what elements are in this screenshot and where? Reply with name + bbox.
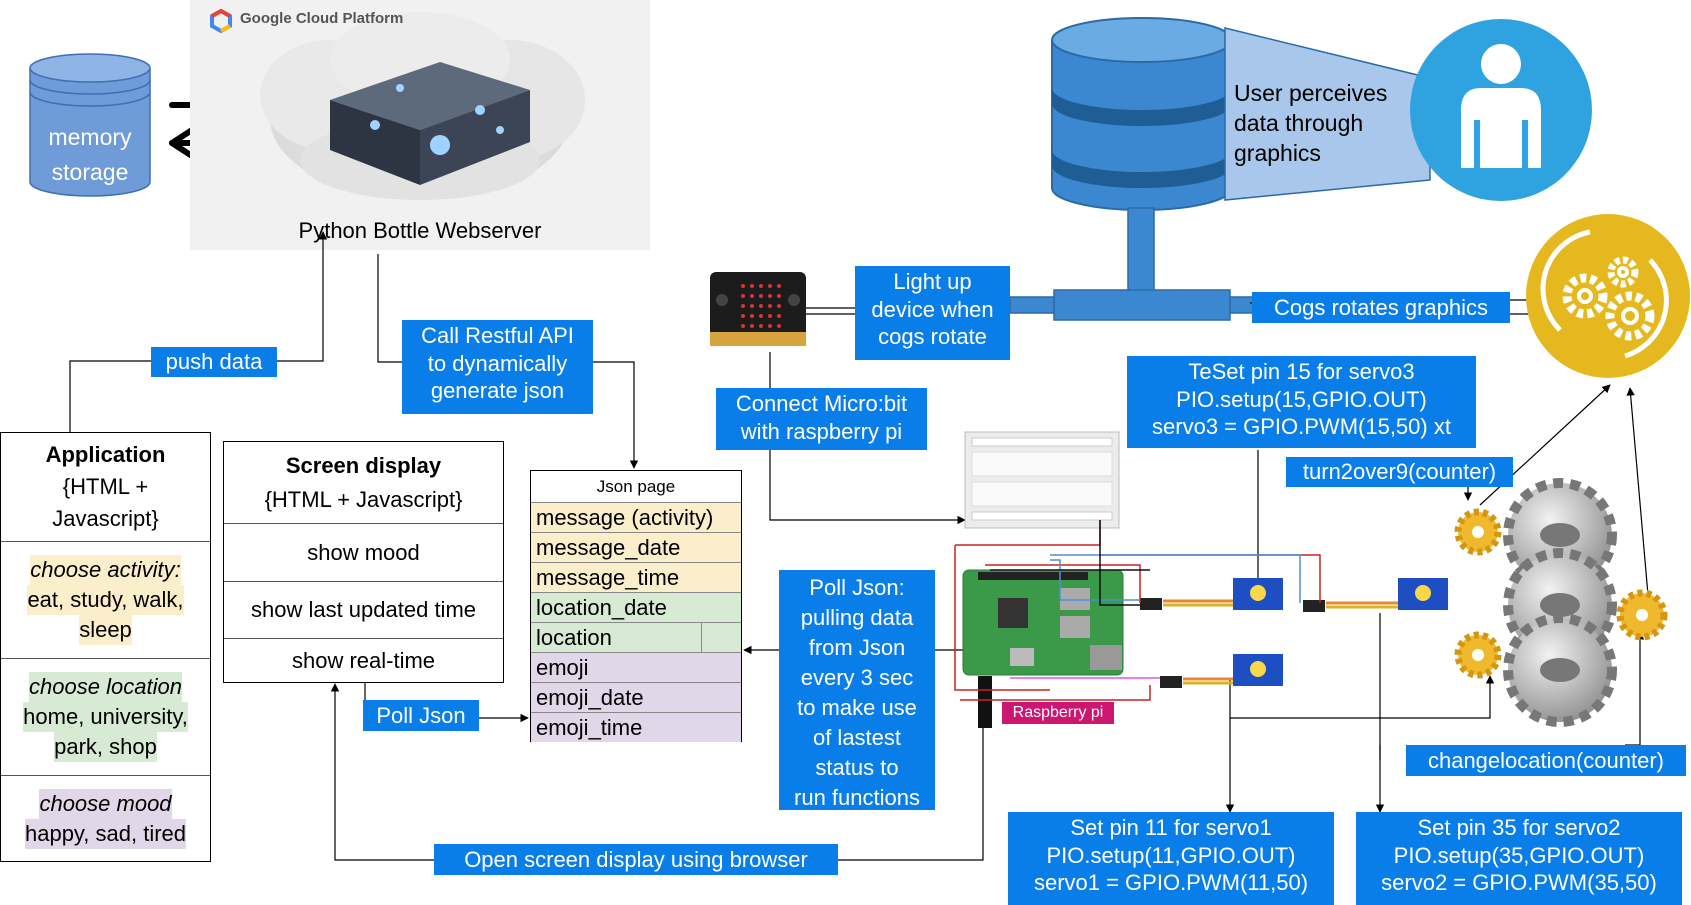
changelocation-label: changelocation(counter) (1406, 745, 1686, 776)
connect-microbit-line-1: Connect Micro:bit (735, 391, 908, 416)
webserver-label: Python Bottle Webserver (298, 218, 542, 243)
memory-line-1: memory (48, 124, 132, 150)
show-real-time-row: show real-time (224, 638, 503, 682)
location-options-1: home, university, (23, 702, 188, 732)
user-perceives-line-3: graphics (1234, 140, 1321, 166)
connect-microbit-label: Connect Micro:bit with raspberry pi (716, 388, 927, 450)
raspberry-pi-icon (962, 569, 1124, 728)
json-field-emoji-date: emoji_date (531, 682, 741, 712)
db-pipe (1009, 207, 1257, 321)
application-header: Application {HTML + Javascript} (1, 433, 210, 541)
poll-desc-line-3: from Json (808, 635, 906, 660)
cloud-server-icon (260, 12, 585, 200)
screen-display-panel: Screen display {HTML + Javascript} show … (223, 441, 504, 683)
choose-mood-title: choose mood (39, 788, 172, 819)
memory-storage-label: memory storage (30, 120, 150, 190)
application-subtitle-2: Javascript} (52, 506, 159, 531)
choose-location-section: choose location home, university, park, … (1, 658, 210, 775)
servo1-code-label: Set pin 11 for servo1 PIO.setup(11,GPIO.… (1008, 812, 1334, 905)
user-perceives-line-2: data through (1234, 110, 1364, 136)
user-perceives-label: User perceives data through graphics (1234, 78, 1387, 168)
show-mood-row: show mood (224, 523, 503, 581)
raspberry-pi-label: Raspberry pi (1002, 702, 1114, 724)
json-field-emoji: emoji (531, 652, 741, 682)
choose-location-title: choose location (29, 672, 182, 702)
activity-options-2: sleep (79, 615, 132, 645)
json-location-divider (701, 622, 702, 652)
poll-json-label: Poll Json (363, 700, 479, 731)
call-api-line-1: Call Restful API (421, 323, 574, 348)
json-field-location-date: location_date (531, 592, 741, 622)
microbit-icon (710, 272, 806, 346)
user-perceives-line-1: User perceives (1234, 80, 1388, 106)
perception-beam (1224, 27, 1431, 201)
application-subtitle-1: {HTML + (62, 474, 149, 499)
gear-cluster-icon (1454, 478, 1668, 727)
poll-json-desc-label: Poll Json: pulling data from Json every … (779, 570, 935, 810)
application-panel: Application {HTML + Javascript} choose a… (0, 432, 211, 862)
screen-display-title: Screen display (285, 452, 442, 478)
poll-desc-line-2: pulling data (800, 605, 914, 630)
breadboard-icon (964, 431, 1120, 529)
servo2-code-label: Set pin 35 for servo2 PIO.setup(35,GPIO.… (1356, 812, 1682, 905)
cogs-rotates-label: Cogs rotates graphics (1252, 292, 1510, 323)
json-field-emoji-time: emoji_time (531, 712, 741, 742)
json-field-message: message (activity) (531, 502, 741, 532)
json-page-panel: Json page message (activity) message_dat… (530, 470, 742, 742)
poll-desc-line-4: every 3 sec (800, 665, 914, 690)
gcp-logo-icon (210, 8, 232, 34)
json-page-title: Json page (596, 477, 676, 496)
user-icon (1410, 19, 1592, 201)
poll-desc-line-6: of lastest (812, 725, 902, 750)
jumper-wires (954, 520, 1321, 701)
connect-microbit-line-2: with raspberry pi (740, 418, 903, 444)
servo2-line-1: Set pin 35 for servo2 (1417, 815, 1621, 840)
light-up-label: Light up device when cogs rotate (855, 266, 1010, 360)
screen-display-header: Screen display {HTML + Javascript} (224, 442, 503, 523)
poll-desc-line-5: to make use (797, 695, 917, 720)
cogs-rotate-icon (1526, 214, 1690, 378)
servo3-code-label: TeSet pin 15 for servo3 PIO.setup(15,GPI… (1127, 356, 1476, 448)
poll-desc-line-7: status to (815, 755, 899, 780)
servo1-line-2: PIO.setup(11,GPIO.OUT) (1046, 842, 1296, 868)
memory-line-2: storage (51, 159, 129, 185)
gcp-brand: Google Cloud Platform (240, 10, 404, 27)
location-options-2: park, shop (54, 732, 157, 762)
database-icon (1051, 17, 1233, 211)
turn2over9-label: turn2over9(counter) (1286, 457, 1513, 487)
choose-activity-title: choose activity: (30, 555, 181, 585)
json-field-message-date: message_date (531, 532, 741, 562)
push-data-label: push data (151, 347, 277, 377)
servo2-line-3: servo2 = GPIO.PWM(35,50) (1381, 870, 1657, 895)
call-api-line-2: to dynamically (427, 350, 568, 376)
activity-options-1: eat, study, walk, (27, 585, 184, 615)
application-title: Application (45, 442, 166, 467)
servo3-line-2: PIO.setup(15,GPIO.OUT) (1176, 386, 1427, 412)
servo2-line-2: PIO.setup(35,GPIO.OUT) (1393, 842, 1645, 868)
choose-mood-section: choose mood happy, sad, tired (1, 775, 210, 861)
light-up-line-2: device when (871, 296, 994, 322)
open-screen-label: Open screen display using browser (434, 844, 838, 875)
light-up-line-3: cogs rotate (878, 324, 987, 349)
mood-options-1: happy, sad, tired (24, 818, 187, 849)
screen-display-subtitle: {HTML + Javascript} (264, 486, 463, 512)
servo1-line-3: servo1 = GPIO.PWM(11,50) (1033, 870, 1309, 895)
json-field-location: location (531, 622, 741, 652)
servo3-line-3: servo3 = GPIO.PWM(15,50) xt (1152, 414, 1451, 439)
servo-icon (1233, 578, 1448, 686)
servo1-line-1: Set pin 11 for servo1 (1070, 815, 1272, 840)
servo-wires (1140, 598, 1398, 688)
light-up-line-1: Light up (893, 269, 972, 294)
call-api-line-3: generate json (430, 378, 565, 403)
poll-desc-line-8: run functions (794, 785, 920, 810)
call-api-label: Call Restful API to dynamically generate… (402, 320, 593, 414)
json-field-message-time: message_time (531, 562, 741, 592)
memory-storage-icon (29, 53, 151, 197)
show-last-updated-row: show last updated time (224, 581, 503, 638)
poll-desc-line-1: Poll Json: (809, 575, 905, 600)
servo3-line-1: TeSet pin 15 for servo3 (1188, 359, 1415, 384)
choose-activity-section: choose activity: eat, study, walk, sleep (1, 541, 210, 658)
